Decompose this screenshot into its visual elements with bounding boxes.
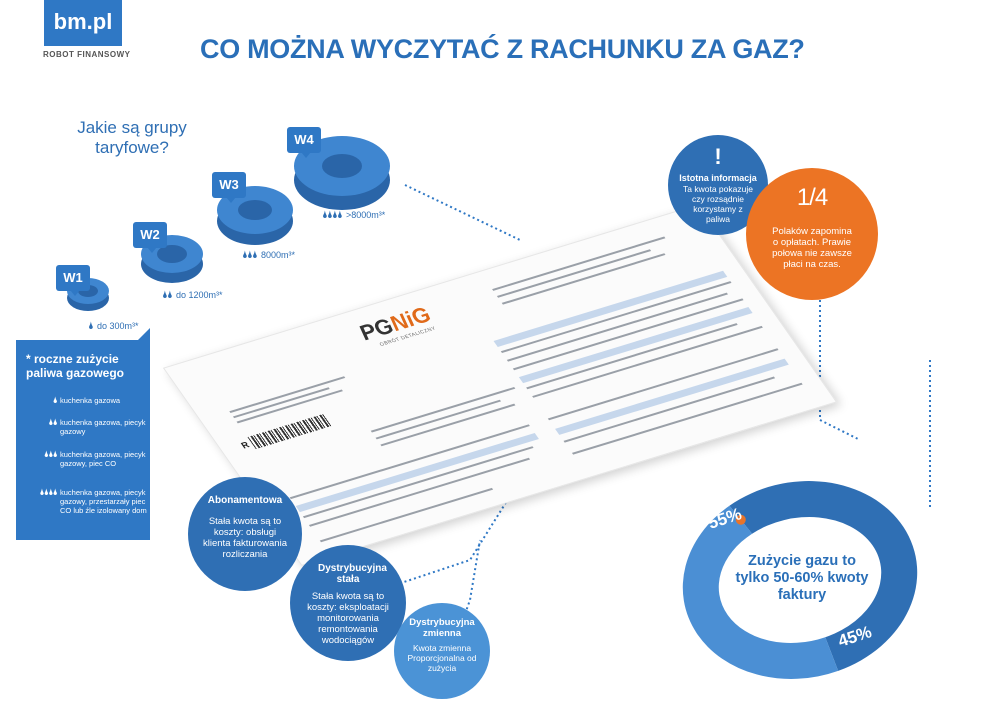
variable-distribution-bubble: Dystrybucyjna zmienna Kwota zmienna Prop… [394,603,490,699]
legend-row: 🌢🌢🌢 kuchenka gazowa, piecyk gazowy, piec… [22,449,148,469]
donut-segment-other [682,505,839,679]
donut-center-text: Zużycie gazu to tylko 50-60% kwoty faktu… [735,553,869,603]
fixed-distribution-bubble: Dystrybucyjna stała Stała kwota są to ko… [290,545,406,661]
variable-distribution-title: Dystrybucyjna zmienna [409,617,475,639]
donut-chart [682,481,918,679]
tariff-label-w3: W3 [212,172,246,203]
variable-distribution-text: Kwota zmienna Proporcjonalna od zużycia [407,643,477,673]
flame-icon: 🌢 [88,321,94,332]
tariff-question: Jakie są grupy taryfowe? [77,118,187,157]
subscription-fee-text: Stała kwota są to koszty: obsługi klient… [203,516,287,560]
subscription-fee-bubble: Abonamentowa Stała kwota są to koszty: o… [188,477,302,591]
important-info-text: Ta kwota pokazuje czy rozsądnie korzysta… [683,184,753,224]
subscription-fee-title: Abonamentowa [207,495,283,506]
legend-row: 🌢🌢 kuchenka gazowa, piecyk gazowy [22,417,148,437]
quarter-stat-bubble: 1/4 Polaków zapomina o opłatach. Prawie … [746,168,878,300]
flame-icon: 🌢🌢🌢🌢 [322,210,343,221]
tariff-caption-w2: 🌢🌢do 1200m³* [162,290,223,301]
tariff-caption-w4: 🌢🌢🌢🌢>8000m³* [322,210,386,221]
barcode-icon [247,413,333,450]
flame-icon: 🌢🌢🌢 [242,250,258,261]
tariff-caption-w1: 🌢do 300m³* [88,321,139,332]
bm-logo[interactable]: bm.pl [44,0,122,46]
quarter-text: Polaków zapomina o opłatach. Prawie poło… [772,226,852,270]
legend-row: 🌢🌢🌢🌢 kuchenka gazowa, piecyk gazowy, prz… [22,487,148,516]
fixed-distribution-text: Stała kwota są to koszty: eksploatacji m… [307,591,389,646]
exclamation-icon: ! [714,144,722,169]
flame-icon: 🌢 [52,395,58,405]
flame-icon: 🌢🌢 [162,290,173,301]
logo-subtitle: ROBOT FINANSOWY [43,50,131,59]
important-info-title: Istotna informacja [679,173,757,183]
flame-icon: 🌢🌢🌢🌢 [39,487,58,497]
page-title: CO MOŻNA WYCZYTAĆ Z RACHUNKU ZA GAZ? [200,34,805,64]
quarter-fraction: 1/4 [796,184,828,211]
tariff-caption-w3: 🌢🌢🌢8000m³* [242,250,296,261]
tariff-label-w4: W4 [287,127,321,158]
tariff-label-w1: W1 [56,265,90,296]
donut-segment-gas [729,481,918,671]
legend-title: * roczne zużycie paliwa gazowego [26,352,125,380]
legend-row: 🌢 kuchenka gazowa [22,395,148,406]
fixed-distribution-title: Dystrybucyjna stała [318,563,387,585]
consumption-legend: * roczne zużycie paliwa gazowego 🌢 kuche… [16,328,150,540]
donut-accent-marker [735,514,746,525]
cost-share-donut: Zużycie gazu to tylko 50-60% kwoty faktu… [670,455,930,705]
flame-icon: 🌢🌢🌢 [43,449,58,459]
tariff-label-w2: W2 [133,222,167,253]
flame-icon: 🌢🌢 [48,417,58,427]
